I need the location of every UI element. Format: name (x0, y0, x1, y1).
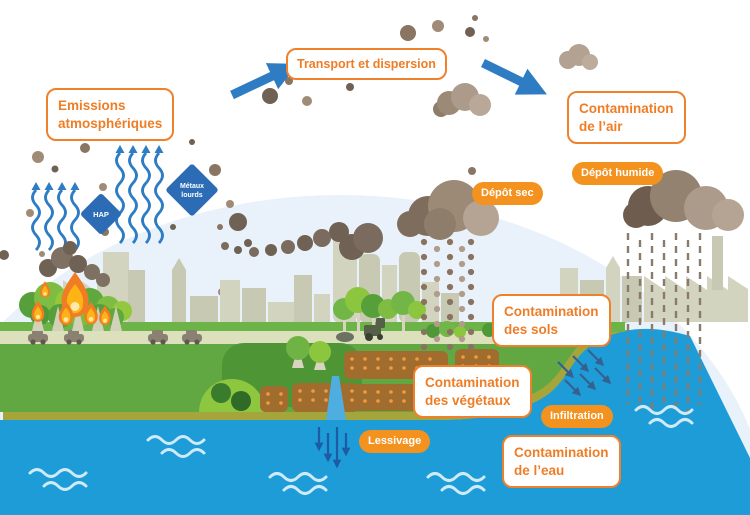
factory-smoke (221, 222, 383, 260)
pill-lessivage-text: Lessivage (368, 435, 422, 447)
hap-label: HAP (93, 210, 109, 219)
dry-deposition-cloud (397, 180, 499, 240)
infiltration-arrows (557, 349, 612, 397)
cars (28, 330, 202, 345)
label-emissions-line1: Emissions (58, 98, 126, 113)
label-contamination-air: Contamination de l’air (567, 91, 686, 145)
transport-arrows (230, 58, 547, 100)
label-transport-text: Transport et dispersion (297, 57, 436, 71)
label-vegetaux-line2: des végétaux (425, 392, 511, 408)
trees (211, 287, 507, 411)
label-air-line1: Contamination (579, 101, 674, 116)
pill-lessivage: Lessivage (359, 430, 431, 454)
label-eau-line2: de l’eau (514, 462, 565, 478)
chimney-icon (712, 236, 723, 290)
road (0, 331, 512, 344)
pill-depot-humide: Dépôt humide (572, 162, 664, 186)
metaux-label: Métaux (180, 183, 204, 190)
wet-deposition-cloud (623, 170, 744, 231)
label-transport: Transport et dispersion (286, 48, 447, 81)
label-sols-line2: des sols (504, 321, 559, 337)
label-sols-line1: Contamination (504, 304, 599, 319)
small-cloud-icon (559, 44, 598, 70)
hap-diamond: HAP (81, 194, 121, 234)
leaching-stream (326, 376, 346, 420)
arrow-down-right-icon (481, 58, 547, 95)
label-emissions: Emissions atmosphériques (46, 88, 175, 142)
pill-depot-humide-text: Dépôt humide (581, 167, 655, 179)
label-vegetaux-line1: Contamination (425, 375, 520, 390)
pill-infiltration: Infiltration (541, 405, 613, 429)
metaux-label: lourds (181, 192, 202, 199)
burning-forest (19, 272, 132, 331)
label-eau-line1: Contamination (514, 445, 609, 460)
rain (626, 233, 702, 415)
water-waves (28, 405, 694, 495)
wildfire-smoke (39, 241, 110, 287)
metaux-lourds-diamond: Métaux lourds (166, 164, 218, 216)
land-top-band (0, 322, 625, 332)
arrow-up-right-icon (230, 63, 299, 100)
label-air-line2: de l’air (579, 118, 623, 134)
label-emissions-line2: atmosphériques (58, 115, 163, 131)
pill-depot-sec-text: Dépôt sec (481, 187, 534, 199)
label-contamination-vegetaux: Contamination des végétaux (413, 365, 532, 419)
pill-depot-sec: Dépôt sec (472, 182, 543, 206)
tower-icon (172, 258, 186, 323)
leaching-arrows (314, 427, 351, 469)
label-contamination-eau: Contamination de l’eau (502, 435, 621, 489)
label-contamination-sols: Contamination des sols (492, 294, 611, 348)
emission-arrows (31, 145, 164, 251)
pill-infiltration-text: Infiltration (550, 410, 604, 422)
small-cloud-icon (433, 83, 491, 117)
tractor-icon (336, 318, 385, 342)
dry-deposition-particles (420, 238, 475, 351)
factory-icon (644, 276, 748, 322)
